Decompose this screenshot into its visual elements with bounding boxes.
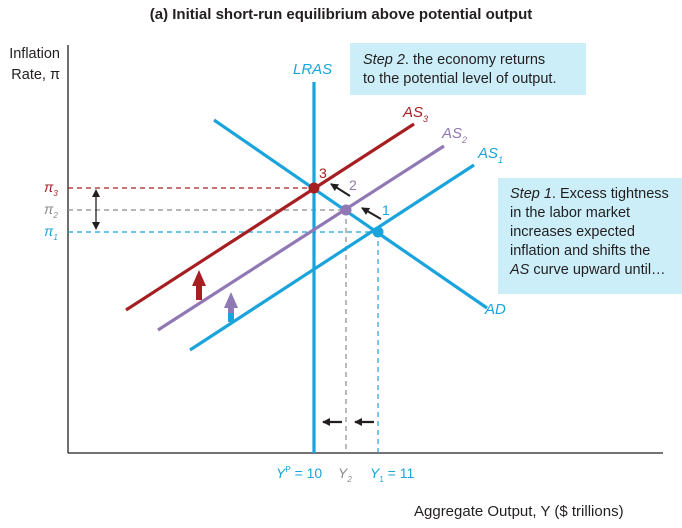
pi3-tick-label: π3 [44,179,58,198]
step1-line5: AS curve upward until… [510,262,666,278]
y1-tick-label: Y1 = 11 [370,465,414,484]
y-axis-label: Inflation Rate, π [4,44,60,86]
arrow-1-to-2 [361,207,382,220]
pi2-tick-label: π2 [44,201,58,220]
pi1-tick-label: π1 [44,223,58,242]
point-2 [340,204,352,216]
step1-line3: increases expected [510,224,635,240]
as3-shift-arrow [192,270,206,300]
y2-tick-label: Y2 [338,465,352,484]
as2-shift-arrow [224,292,238,322]
inflation-arrow-up-head [92,189,100,197]
as1-curve [189,163,475,352]
point-3-label: 3 [319,165,327,181]
as3-curve [125,122,415,312]
step1-callout: Step 1. Excess tightness in the labor ma… [498,178,682,294]
y-axis-label-line1: Inflation [9,46,60,62]
arrow-2-to-3 [330,183,351,197]
step2-line1: Step 2. the economy returns [363,52,546,68]
x-axis-label: Aggregate Output, Y ($ trillions) [414,503,624,520]
point-1-label: 1 [382,202,390,218]
as2-curve [157,144,445,332]
lras-label: LRAS [293,61,332,78]
point-1 [372,226,384,238]
point-2-label: 2 [349,177,357,193]
figure-title: (a) Initial short-run equilibrium above … [149,6,533,23]
step2-line2: to the potential level of output. [363,71,557,87]
step1-line4: inflation and shifts the [510,243,651,259]
as2-label: AS2 [441,125,467,145]
point-3 [308,182,320,194]
ad-label: AD [484,301,506,318]
ad-curve [213,118,488,310]
step1-line2: in the labor market [510,205,631,221]
step2-callout: Step 2. the economy returns to the poten… [350,43,586,95]
step1-line1: Step 1. Excess tightness [510,186,669,202]
as3-label: AS3 [402,104,428,124]
as1-label: AS1 [477,145,503,165]
inflation-arrow-down-head [92,222,100,230]
yp-tick-label: YP = 10 [276,465,322,481]
y-axis-label-line2: Rate, π [11,67,60,83]
